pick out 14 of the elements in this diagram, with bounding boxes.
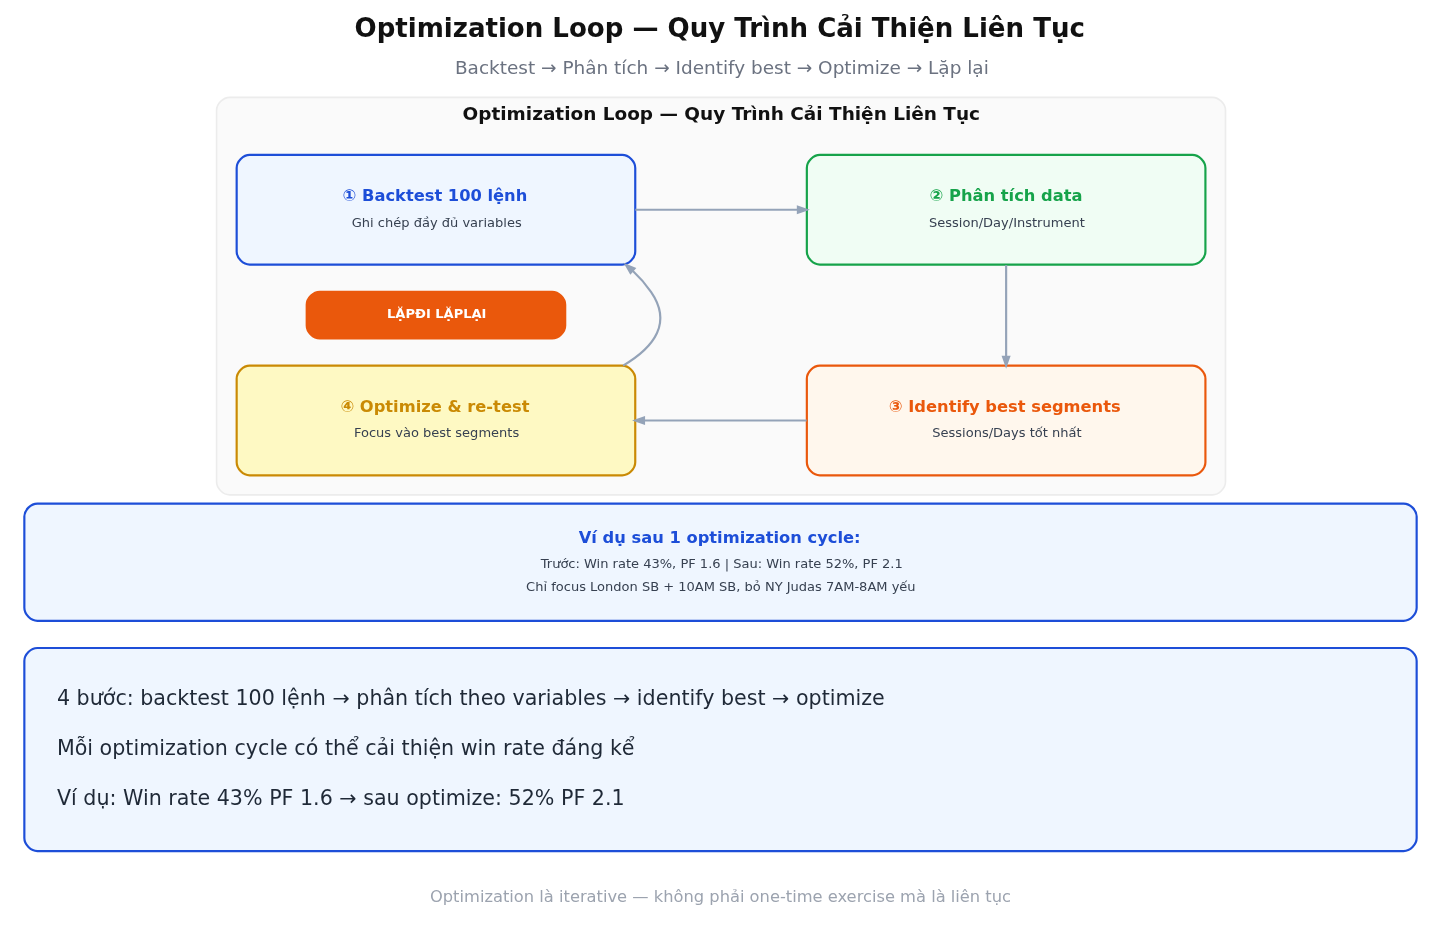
arrow [634, 205, 810, 215]
arrow [1001, 265, 1011, 369]
node-box: ② Phân tích data Session/Day/Instrument [805, 153, 1206, 266]
node-box: ④ Optimize & re-test Focus vào best segments [235, 364, 636, 477]
caption: Optimization là iterative — không phải one-time exercise mà là liên tục [429, 886, 1011, 906]
diagram-title: Optimization Loop — Quy Trình Cải Thiện Liên Tục [354, 12, 1085, 43]
node-box: 4 bước: backtest 100 lệnh → phân tích theo variables → identify best → optimize Mỗi optimization cycle có thể cải thiện win rate đáng kể Ví dụ: Win rate 43% PF 1.6 → sau optimize: 52% PF 2.1 [22, 646, 1418, 853]
node-box: ③ Identify best segments Sessions/Days tốt nhất [805, 364, 1206, 477]
node-box: ① Backtest 100 lệnh Ghi chép đầy đủ variables [235, 153, 636, 266]
node-box: LẶPĐI LẶPLẠI [305, 290, 566, 340]
label: Backtest → Phân tích → Identify best → Optimize → Lặp lại [454, 56, 989, 78]
node-box: Ví dụ sau 1 optimization cycle: Trước: Win rate 43%, PF 1.6 | Sau: Win rate 52%, PF 2.1 Chỉ focus London SB + 10AM SB, bỏ NY Judas 7AM-8AM yếu [22, 502, 1418, 622]
arrow [631, 415, 807, 426]
arrow [622, 262, 661, 367]
